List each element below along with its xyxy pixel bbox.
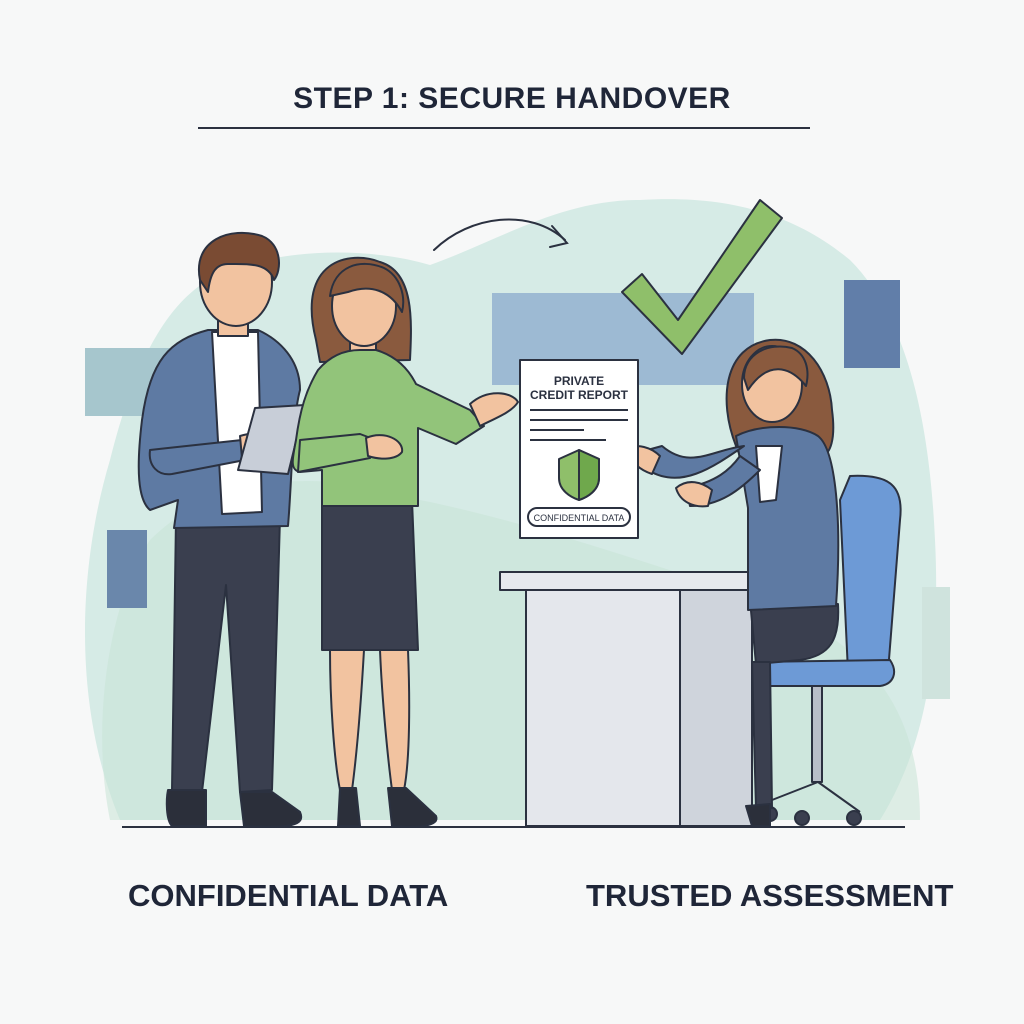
page-title: STEP 1: SECURE HANDOVER	[293, 82, 731, 115]
woman-figure	[291, 256, 519, 828]
document-heading-line2: CREDIT REPORT	[530, 388, 629, 402]
document-stamp: CONFIDENTIAL DATA	[534, 513, 625, 523]
shield-icon	[558, 449, 600, 501]
title-divider	[198, 127, 810, 129]
document-heading-line1: PRIVATE	[554, 374, 604, 388]
assessor-figure	[627, 338, 840, 827]
credit-report-document	[519, 359, 639, 539]
caption-trusted-assessment: TRUSTED ASSESSMENT	[586, 878, 954, 913]
deco-rect	[844, 280, 900, 368]
desk	[499, 571, 783, 827]
office-chair	[755, 474, 902, 826]
man-figure	[137, 231, 306, 828]
handover-arrow-icon	[433, 218, 569, 251]
caption-confidential-data: CONFIDENTIAL DATA	[128, 878, 449, 913]
checkmark-icon	[621, 199, 783, 355]
deco-rect	[107, 530, 147, 608]
deco-rect	[922, 587, 950, 699]
